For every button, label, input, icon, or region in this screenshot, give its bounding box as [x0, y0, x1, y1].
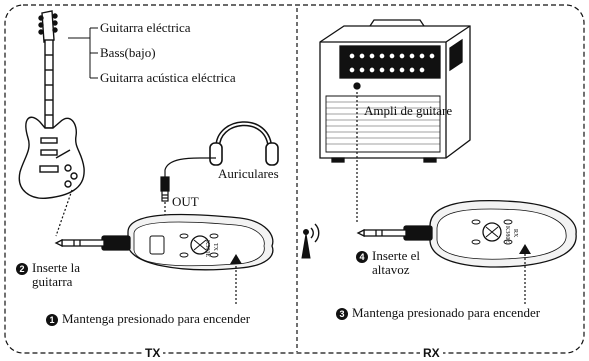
- rx-section-label: RX: [420, 346, 443, 360]
- step-3-power-on: 3 Mantenga presionado para encender: [336, 305, 541, 321]
- step-4-badge: 4: [356, 251, 368, 264]
- headphone-jack-icon: [160, 176, 170, 202]
- out-label: OUT: [172, 194, 199, 209]
- tx-section-label: TX: [142, 346, 164, 360]
- headphones-label: Auriculares: [218, 166, 279, 181]
- step-2-line1: Inserte la: [32, 260, 81, 275]
- step-2-line2: guitarra: [32, 274, 73, 289]
- tx-power-pointer: [230, 254, 242, 264]
- guitar-type-acoustic-electric: Guitarra acústica eléctrica: [100, 70, 236, 85]
- guitar-type-bracket: [68, 27, 98, 79]
- amp-label: Ampli de guitare: [364, 103, 453, 118]
- step-2-insert-guitar: 2 Inserte la: [16, 260, 81, 276]
- guitar-type-bass: Bass(bajo): [100, 45, 156, 60]
- step-1-power-on: 1 Mantenga presionado para encender: [46, 311, 251, 327]
- step-3-badge: 3: [336, 308, 348, 321]
- electric-guitar-icon: [18, 10, 85, 199]
- step-1-badge: 1: [46, 314, 58, 327]
- rx-unit-code: RX: [512, 229, 518, 238]
- headphone-cable: [164, 157, 216, 178]
- tx-unit-code: TX: [212, 243, 218, 251]
- step-1-text: Mantenga presionado para encender: [62, 311, 251, 326]
- step-4-line1: Inserte el: [372, 248, 421, 263]
- rx-power-pointer: [519, 244, 531, 254]
- rx-receiver-device: [356, 200, 577, 268]
- guitar-amplifier-icon: [319, 19, 471, 163]
- step-2-badge: 2: [16, 263, 28, 276]
- guitar-type-electric: Guitarra eléctrica: [100, 20, 191, 35]
- outer-dashed-frame: [4, 4, 585, 354]
- guitar-dotted-link: [55, 189, 73, 237]
- step-3-text: Mantenga presionado para encender: [352, 305, 541, 320]
- wireless-antenna-icon: [301, 223, 320, 259]
- step-4-line2: altavoz: [372, 262, 410, 277]
- step-4-insert-speaker: 4 Inserte el: [356, 248, 421, 264]
- headphones-icon: [209, 121, 279, 166]
